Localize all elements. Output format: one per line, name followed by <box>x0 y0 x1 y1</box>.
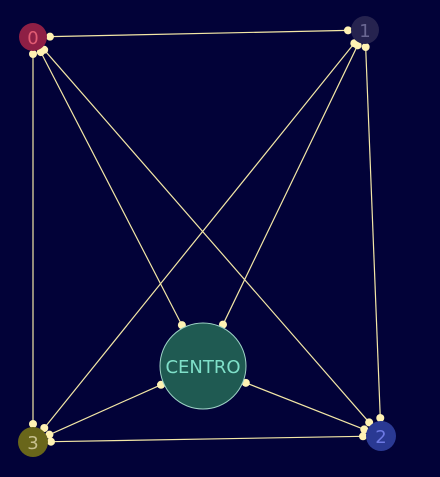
edge-endpoint-n0-n2-end <box>365 418 374 427</box>
edge-n3-n2 <box>50 435 364 443</box>
node-1[interactable]: 1 <box>351 16 379 44</box>
node-0-label: 0 <box>27 28 38 49</box>
node-2-label: 2 <box>375 427 386 448</box>
node-3[interactable]: 3 <box>18 427 48 457</box>
edge-endpoint-n3-n2-start <box>46 437 55 446</box>
node-centro-label: CENTRO <box>165 357 240 378</box>
edge-n3-centro <box>49 384 162 436</box>
edge-endpoint-n0-centro-start <box>36 48 45 57</box>
edge-endpoint-n3-centro-start <box>45 430 54 439</box>
edge-endpoint-n2-centro-start <box>360 425 369 434</box>
node-2-circle <box>366 421 396 451</box>
edge-n1-n3 <box>43 42 355 429</box>
node-2[interactable]: 2 <box>366 421 396 451</box>
edge-n2-centro <box>245 382 365 430</box>
node-0-circle <box>19 23 47 51</box>
node-3-circle <box>18 427 48 457</box>
node-centro[interactable]: CENTRO <box>159 322 247 410</box>
edge-n1-n2 <box>365 46 381 419</box>
edge-endpoint-n3-n2-end <box>359 432 368 441</box>
edge-endpoint-n1-n2-end <box>376 414 385 423</box>
edge-endpoint-n0-n3-end <box>29 420 37 428</box>
edge-endpoint-n0-n1-end <box>344 26 353 35</box>
edge-endpoint-n0-n1-start <box>45 32 54 41</box>
node-1-circle <box>351 16 379 44</box>
node-1-label: 1 <box>359 21 370 42</box>
edge-endpoint-n0-n3-start <box>29 50 37 58</box>
node-centro-circle <box>159 322 247 410</box>
edge-endpoints-layer <box>29 26 385 446</box>
edge-n1-centro <box>222 45 359 325</box>
edges-layer <box>32 29 381 443</box>
edge-endpoint-n1-n2-start <box>361 42 370 51</box>
edge-n0-centro <box>40 51 183 326</box>
edge-n0-n1 <box>49 29 349 38</box>
node-0[interactable]: 0 <box>19 23 47 51</box>
edge-endpoint-n1-centro-start <box>353 41 362 50</box>
edge-n0-n2 <box>43 49 370 423</box>
edge-endpoint-n1-n3-end <box>40 423 49 432</box>
node-3-label: 3 <box>27 433 38 454</box>
